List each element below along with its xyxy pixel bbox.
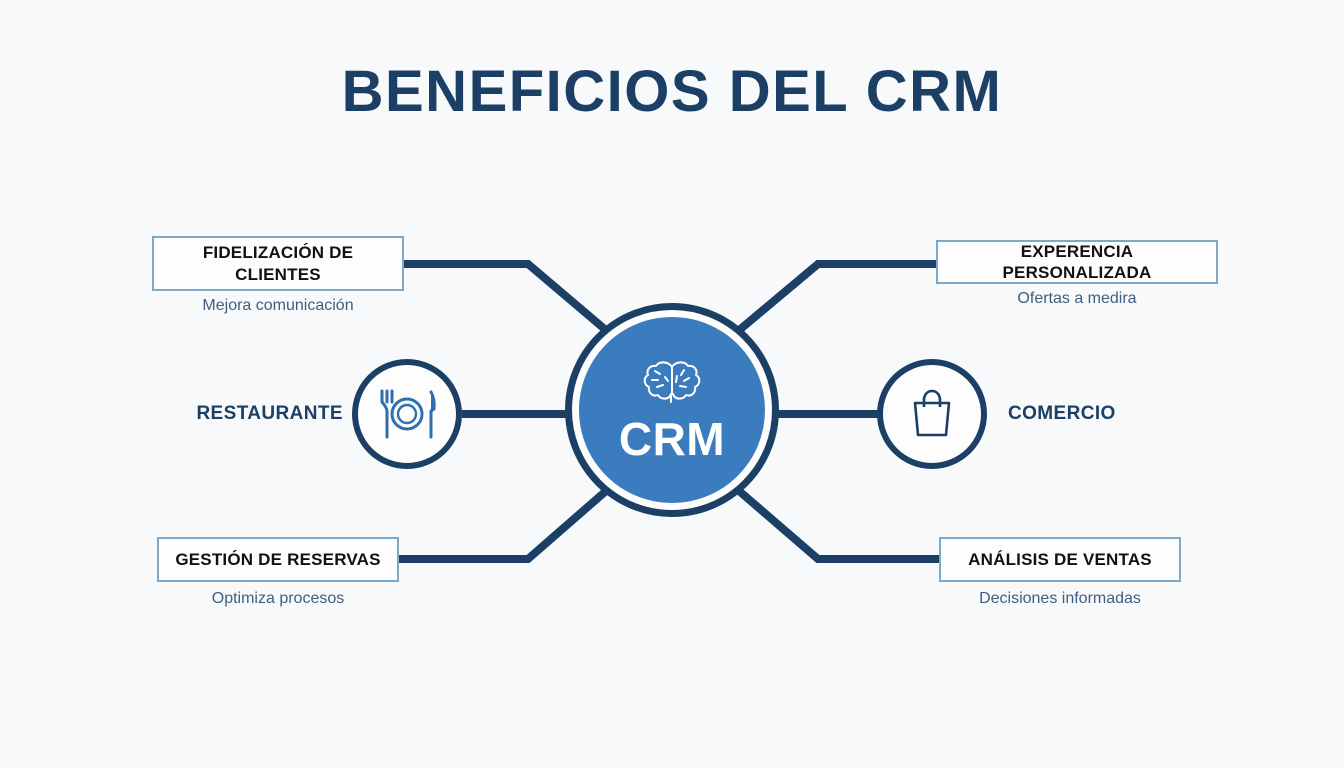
restaurant-cutlery-plate-icon [380,389,436,439]
side-node-comercio[interactable] [877,359,987,469]
side-node-label-comercio: COMERCIO [1008,403,1116,424]
benefit-box-experiencia[interactable]: EXPERENCIA PERSONALIZADA [936,240,1218,284]
brain-icon [643,361,701,403]
benefit-box-label: ANÁLISIS DE VENTAS [968,549,1152,569]
benefit-box-label: EXPERENCIA PERSONALIZADA [1002,241,1152,282]
connector-analisis [728,480,939,563]
connector-fidelizacion [404,260,617,341]
hub-inner-disc: CRM [579,317,765,503]
hub-label: CRM [618,413,726,465]
benefit-caption-fidelizacion: Mejora comunicación [202,297,354,314]
central-hub-crm[interactable]: CRM [565,303,779,517]
connector-gestion [399,480,617,563]
benefit-box-fidelizacion[interactable]: FIDELIZACIÓN DE CLIENTES [152,236,404,291]
benefit-caption-analisis: Decisiones informadas [979,590,1141,607]
benefit-box-label: GESTIÓN DE RESERVAS [175,549,381,569]
benefit-box-label: FIDELIZACIÓN DE CLIENTES [202,243,354,284]
benefit-caption-experiencia: Ofertas a medira [1017,290,1137,307]
shopping-bag-icon [913,389,951,437]
connector-experiencia [728,260,936,341]
side-node-restaurante[interactable] [352,359,462,469]
side-node-label-restaurante: RESTAURANTE [196,403,343,424]
benefit-box-analisis[interactable]: ANÁLISIS DE VENTAS [939,537,1181,582]
page-title: BENEFICIOS DEL CRM [341,59,1003,124]
benefit-box-gestion[interactable]: GESTIÓN DE RESERVAS [157,537,399,582]
benefit-caption-gestion: Optimiza procesos [211,590,345,607]
